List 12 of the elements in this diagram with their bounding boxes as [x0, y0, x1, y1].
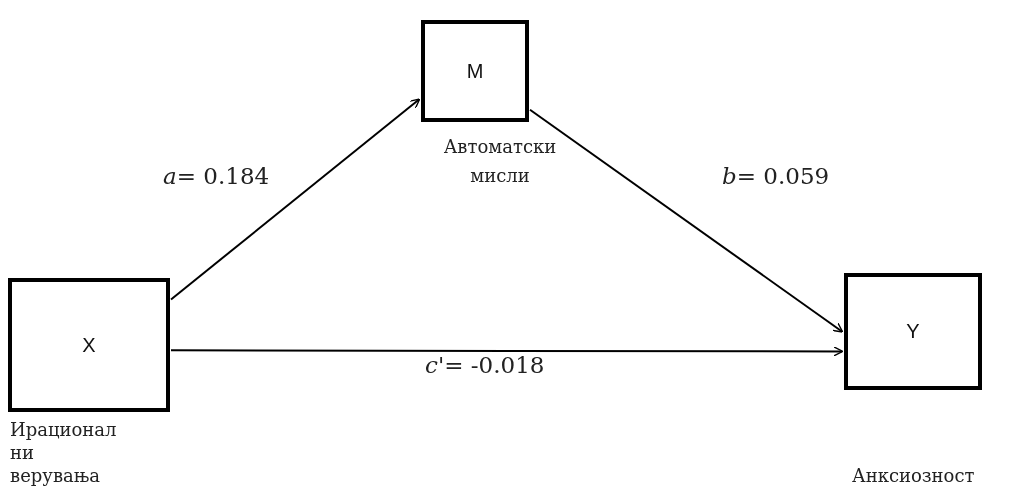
variable-letter: Y: [906, 320, 920, 343]
variable-letter: M: [466, 59, 484, 83]
arrow: [170, 98, 421, 301]
variable-label: Автоматски мисли: [442, 135, 558, 188]
arrow: [170, 346, 844, 357]
edge-label: b= 0.059: [722, 163, 830, 189]
arrow: [529, 108, 844, 333]
edge-label: a= 0.184: [163, 163, 270, 189]
variable-letter: X: [82, 333, 96, 357]
variable-label: Анксиозност: [852, 464, 976, 488]
variable-label: Ирационал ни верувања: [10, 418, 118, 487]
edge-label: c'= -0.018: [425, 352, 545, 378]
